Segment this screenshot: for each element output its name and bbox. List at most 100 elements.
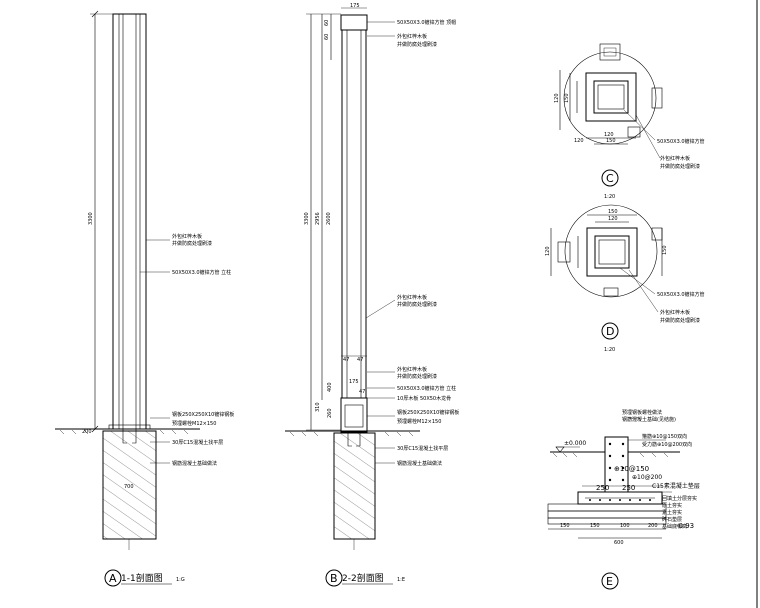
svg-text:箍筋⊕10@150双向: 箍筋⊕10@150双向	[642, 433, 687, 440]
detail-e-marker	[601, 572, 619, 590]
section-c-marker	[601, 169, 619, 187]
svg-text:预埋螺栓M12×150: 预埋螺栓M12×150	[397, 418, 441, 425]
svg-text:⊕10@150: ⊕10@150	[614, 465, 649, 473]
detail-e-gravel-layer	[547, 503, 667, 512]
svg-text:钢筋混凝土基础做法: 钢筋混凝土基础做法	[397, 460, 442, 467]
svg-text:并做防腐处理刷漆: 并做防腐处理刷漆	[660, 163, 700, 170]
svg-text:原土夯实: 原土夯实	[662, 502, 682, 509]
svg-text:1:G: 1:G	[176, 577, 185, 583]
svg-text:⊕10@200: ⊕10@200	[632, 474, 662, 481]
elevation-b-post	[341, 29, 367, 399]
elevation-a-title: 1-1剖面图	[121, 572, 163, 584]
svg-text:200: 200	[82, 429, 92, 435]
svg-text:30厚C15混凝土找平层: 30厚C15混凝土找平层	[397, 445, 448, 452]
svg-text:150: 150	[564, 93, 570, 103]
section-c-outline-circle	[563, 51, 657, 145]
svg-text:47: 47	[359, 389, 365, 395]
section-d-marker	[601, 322, 619, 340]
detail-e: ±0.000 150 150 100 200 600 ⊕10@150 ⊕10	[547, 409, 700, 590]
svg-text:100: 100	[620, 523, 630, 529]
section-d: 120 150 120 150 50X50X3.0镀锌方管 外包红梓木板 并做防…	[545, 204, 705, 353]
detail-e-level-bottom: -0.93	[676, 522, 694, 530]
elevation-a: 3300 200 700 外包红梓木板 并做防腐处理刷漆 50X50X3.0镀锌…	[55, 10, 234, 587]
svg-text:A: A	[109, 572, 117, 585]
svg-text:2956: 2956	[315, 212, 321, 225]
svg-text:外包红梓木板: 外包红梓木板	[660, 155, 690, 162]
svg-text:175: 175	[349, 379, 359, 385]
svg-text:700: 700	[124, 484, 134, 490]
svg-text:外包红梓木板: 外包红梓木板	[397, 33, 427, 40]
detail-e-width-dim: 600	[614, 540, 624, 546]
svg-text:C15素混凝土垫层: C15素混凝土垫层	[652, 482, 700, 490]
detail-e-level-top: ±0.000	[564, 440, 586, 447]
svg-text:钢筋混凝土基础(见结施): 钢筋混凝土基础(见结施)	[622, 416, 676, 423]
svg-text:钢筋混凝土基础做法: 钢筋混凝土基础做法	[172, 460, 217, 467]
svg-text:200: 200	[648, 523, 658, 529]
svg-text:150: 150	[608, 209, 618, 215]
svg-text:预埋钢板螺栓做法: 预埋钢板螺栓做法	[622, 409, 662, 416]
svg-text:47: 47	[343, 357, 349, 363]
svg-text:30厚C15混凝土找平层: 30厚C15混凝土找平层	[172, 439, 223, 446]
svg-text:10厚木板 50X50木龙骨: 10厚木板 50X50木龙骨	[397, 395, 451, 402]
svg-text:60: 60	[324, 34, 330, 40]
svg-text:并做防腐处理刷漆: 并做防腐处理刷漆	[397, 373, 437, 380]
elevation-a-base-plate	[108, 424, 151, 430]
svg-text:250: 250	[622, 484, 635, 492]
svg-text:1:20: 1:20	[604, 347, 615, 353]
svg-text:120: 120	[608, 216, 618, 222]
svg-text:预埋螺栓M12×150: 预埋螺栓M12×150	[172, 420, 216, 427]
svg-text:并做防腐处理刷漆: 并做防腐处理刷漆	[172, 240, 212, 247]
svg-text:120: 120	[574, 138, 584, 144]
svg-text:并做防腐处理刷漆: 并做防腐处理刷漆	[397, 301, 437, 308]
svg-text:150: 150	[560, 523, 570, 529]
svg-text:外包红梓木板: 外包红梓木板	[397, 294, 427, 301]
svg-text:回填土分层夯实: 回填土分层夯实	[662, 495, 697, 502]
svg-text:150: 150	[606, 138, 616, 144]
svg-text:并做防腐处理刷漆: 并做防腐处理刷漆	[660, 317, 700, 324]
svg-text:150: 150	[590, 523, 600, 529]
elevation-b-marker	[325, 569, 343, 587]
section-c: 120 150 120 150 120 50X50X3.0镀锌方管 外包红梓木板…	[554, 43, 705, 200]
svg-text:外包红梓木板: 外包红梓木板	[172, 233, 202, 240]
svg-text:47: 47	[357, 357, 363, 363]
svg-text:3300: 3300	[304, 212, 310, 225]
elevation-a-height-dim: 3300	[88, 212, 94, 225]
svg-text:B: B	[330, 572, 338, 585]
svg-text:400: 400	[327, 382, 333, 392]
svg-text:C: C	[606, 172, 614, 185]
svg-text:钢板250X250X10镀锌钢板: 钢板250X250X10镀锌钢板	[397, 409, 459, 416]
svg-text:50X50X3.0镀锌方管: 50X50X3.0镀锌方管	[657, 291, 705, 298]
svg-text:50X50X3.0镀锌方管 顶帽: 50X50X3.0镀锌方管 顶帽	[397, 19, 456, 26]
svg-text:120: 120	[604, 132, 614, 138]
elevation-b-title: 2-2剖面图	[342, 572, 384, 584]
section-d-outline-circle	[564, 204, 658, 298]
elevation-a-post	[112, 13, 147, 430]
elevation-b: 175 3300 2956 2600 60 60 47 47 175 47 40…	[285, 3, 459, 587]
svg-text:50X50X3.0镀锌方管 立柱: 50X50X3.0镀锌方管 立柱	[397, 385, 456, 392]
svg-text:50X50X3.0镀锌方管: 50X50X3.0镀锌方管	[657, 138, 705, 145]
svg-text:2600: 2600	[326, 212, 332, 225]
svg-text:260: 260	[327, 408, 333, 418]
svg-text:E: E	[606, 575, 613, 588]
svg-text:外包红梓木板: 外包红梓木板	[660, 309, 690, 316]
elevation-a-marker	[104, 569, 122, 587]
svg-text:150: 150	[662, 245, 668, 255]
elevation-b-cap	[340, 14, 368, 31]
svg-text:外包红梓木板: 外包红梓木板	[397, 366, 427, 373]
svg-text:60: 60	[324, 20, 330, 26]
svg-text:120: 120	[545, 246, 551, 256]
svg-text:D: D	[606, 325, 614, 338]
svg-text:钢板250X250X10镀锌钢板: 钢板250X250X10镀锌钢板	[172, 411, 234, 418]
svg-text:受力筋⊕10@200双向: 受力筋⊕10@200双向	[642, 441, 692, 448]
svg-text:基础底标高: 基础底标高	[662, 523, 687, 530]
svg-text:素土夯实: 素土夯实	[662, 509, 682, 516]
svg-text:310: 310	[315, 402, 321, 412]
svg-text:250: 250	[596, 484, 609, 492]
svg-text:碎石垫层: 碎石垫层	[662, 516, 682, 523]
svg-text:并做防腐处理刷漆: 并做防腐处理刷漆	[397, 41, 437, 48]
svg-text:1:20: 1:20	[604, 194, 615, 200]
elevation-b-lower-box	[340, 397, 368, 433]
svg-text:1:E: 1:E	[397, 577, 405, 583]
svg-text:50X50X3.0镀锌方管 立柱: 50X50X3.0镀锌方管 立柱	[172, 269, 231, 276]
